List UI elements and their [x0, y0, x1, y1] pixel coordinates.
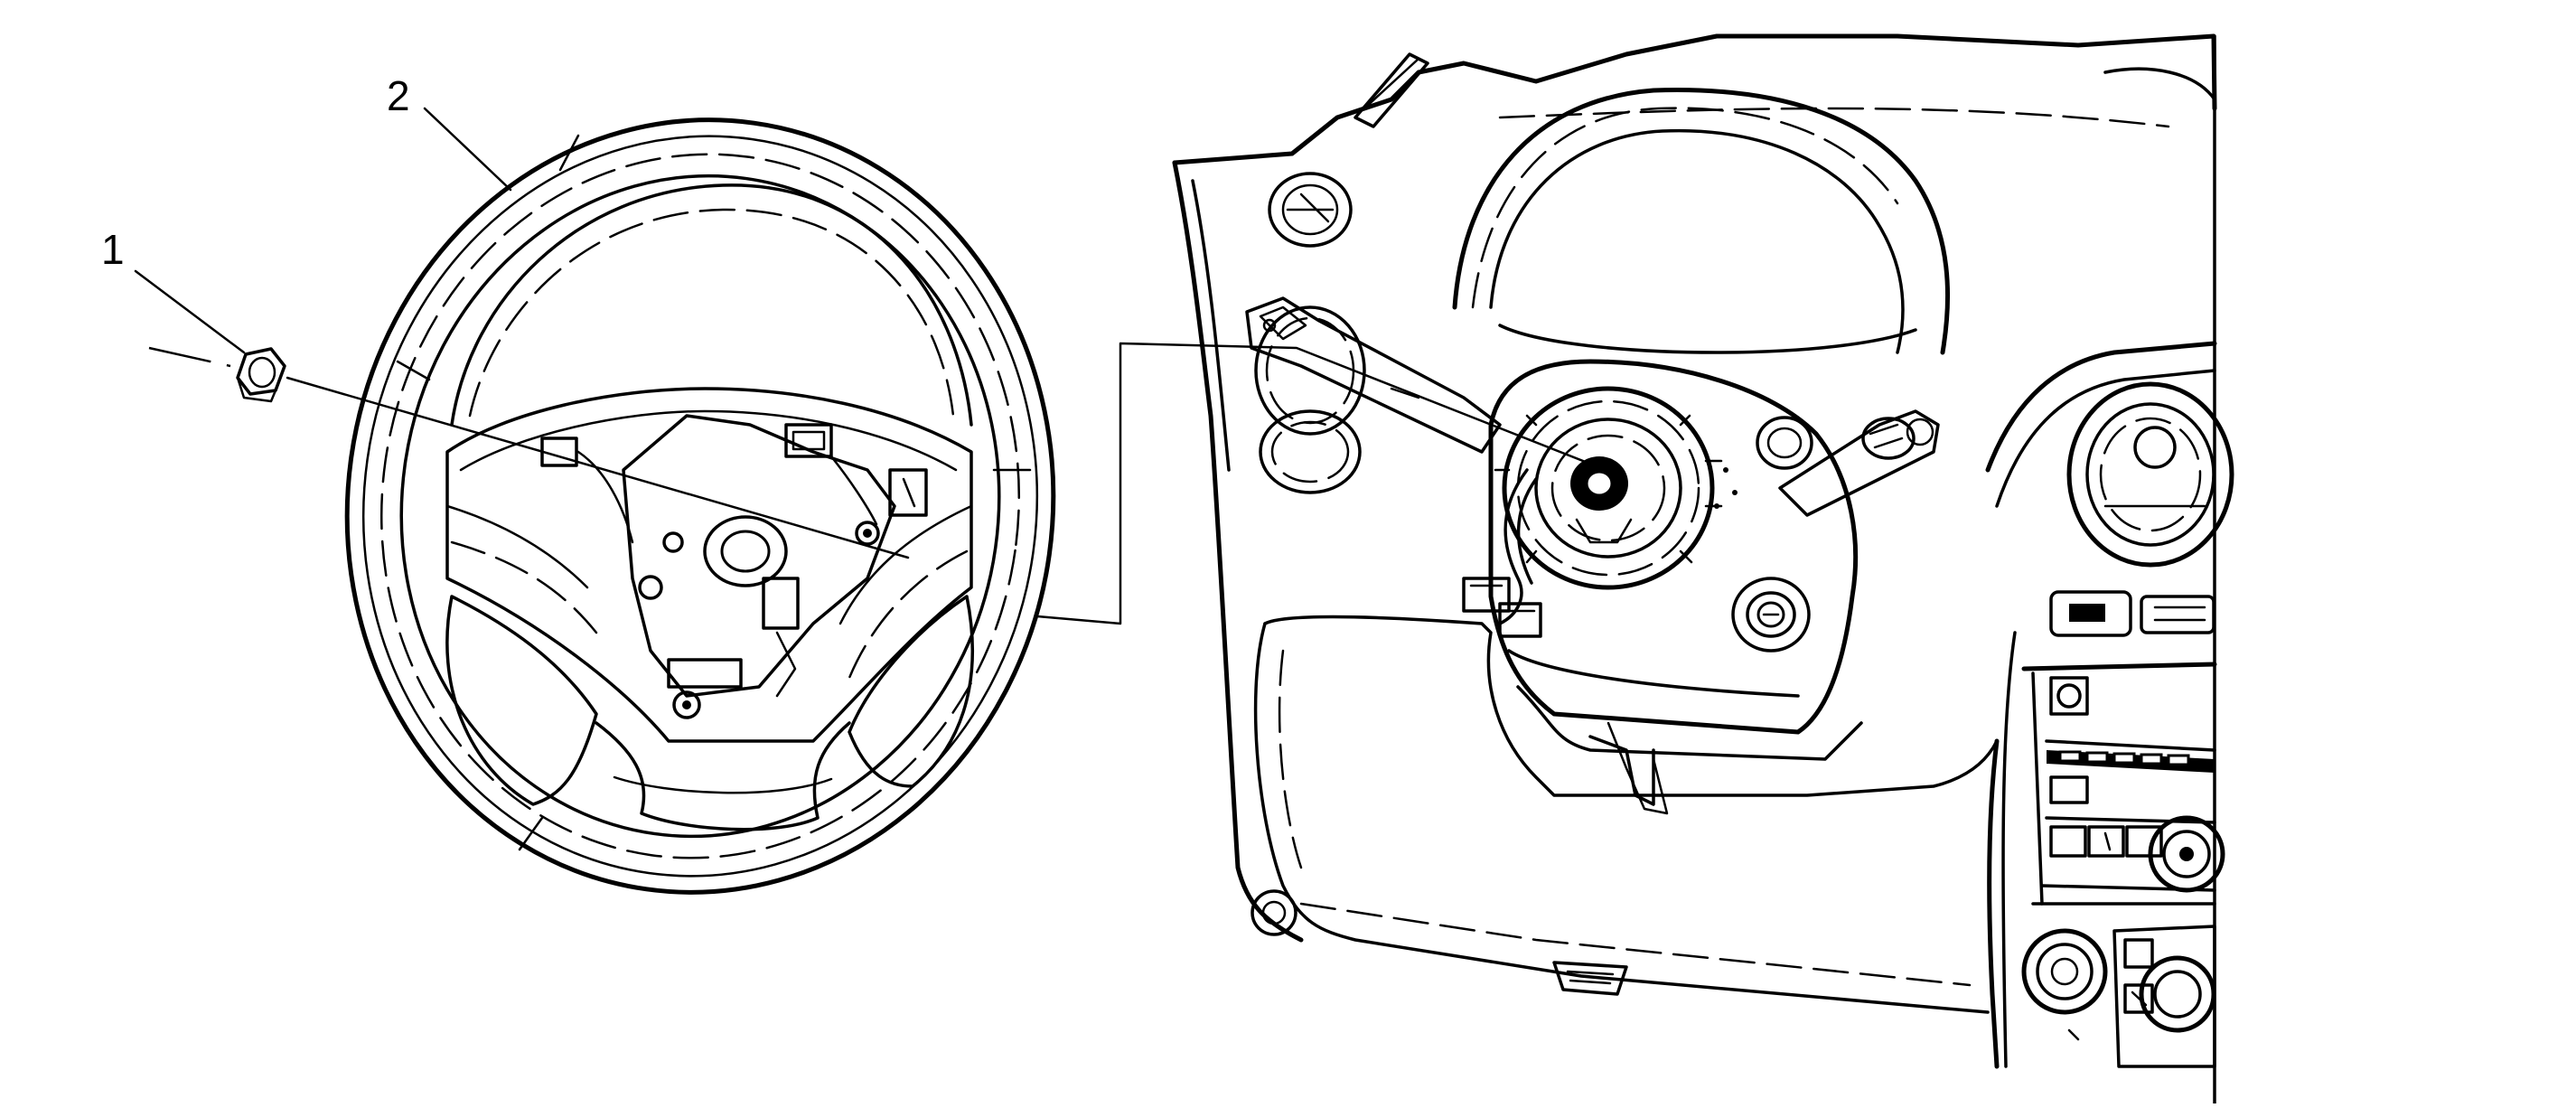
instrument-panel: [1172, 33, 2234, 1105]
callout-label-2: 2: [387, 72, 410, 119]
axis-line-wheel-to-column: [1035, 342, 1619, 625]
radio-head-unit: [2021, 662, 2225, 906]
control-button-row: [2049, 590, 2215, 637]
retaining-nut: [236, 347, 286, 403]
wiring-harness-connector: [1462, 468, 1542, 638]
leader-line-2: [423, 107, 512, 192]
axis-line-nut-to-wheel: [286, 376, 910, 559]
left-air-vent: [1268, 172, 1353, 248]
data-link-connector: [1552, 961, 1628, 996]
turn-signal-stalk: [1245, 296, 1502, 454]
leader-line-1: [134, 269, 246, 354]
hvac-controls: [2021, 902, 2216, 1068]
axis-line-left: [148, 346, 231, 368]
center-air-vent: [2066, 381, 2234, 568]
ignition-switch: [1731, 577, 1811, 653]
wiper-stalk: [1778, 409, 1940, 517]
callout-label-1: 1: [101, 226, 125, 273]
steering-wheel: [344, 117, 1056, 895]
